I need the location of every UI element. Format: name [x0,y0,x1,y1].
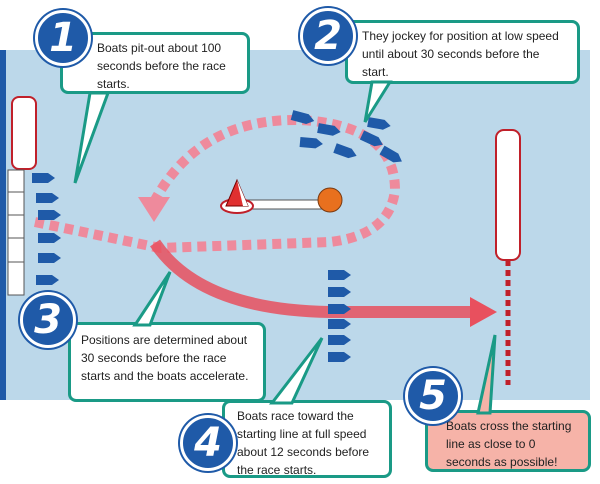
acceleration-arrowhead-icon [470,297,497,327]
boats [32,110,402,362]
boat-icon [290,110,315,124]
boat-icon [32,173,55,183]
boat-icon [38,233,61,243]
boat-icon [328,304,351,314]
boat-icon [299,137,323,149]
callout-step-3: Positions are determined about 30 second… [68,322,266,402]
boat-icon [317,123,341,136]
boat-icon [379,145,402,163]
step-badge-5: 5 [405,368,461,424]
boat-icon [359,130,383,147]
step-badge-1: 1 [35,10,91,66]
callout-step-4: Boats race toward the starting line at f… [222,400,392,478]
loop-arrowhead-icon [138,197,170,222]
callout-step-5: Boats cross the starting line as close t… [425,410,591,472]
callout-step-1: Boats pit-out about 100 seconds before t… [60,32,250,94]
pit-wall [0,50,6,400]
boat-icon [328,319,351,329]
boat-icon [38,253,61,263]
step-badge-3: 3 [20,292,76,348]
starting-line [495,129,521,385]
boat-icon [38,210,61,220]
acceleration-arrow [150,239,470,318]
boat-icon [328,270,351,280]
boat-icon [328,352,351,362]
boat-icon [328,287,351,297]
boat-icon [333,143,357,159]
boat-icon [328,335,351,345]
turn-mark-buoy [220,178,343,214]
callout-step-2: They jockey for position at low speed un… [345,20,580,84]
boat-icon [36,193,59,203]
step-badge-4: 4 [180,415,236,471]
boat-icon [36,275,59,285]
pit-dock [7,96,37,296]
step-badge-2: 2 [300,8,356,64]
